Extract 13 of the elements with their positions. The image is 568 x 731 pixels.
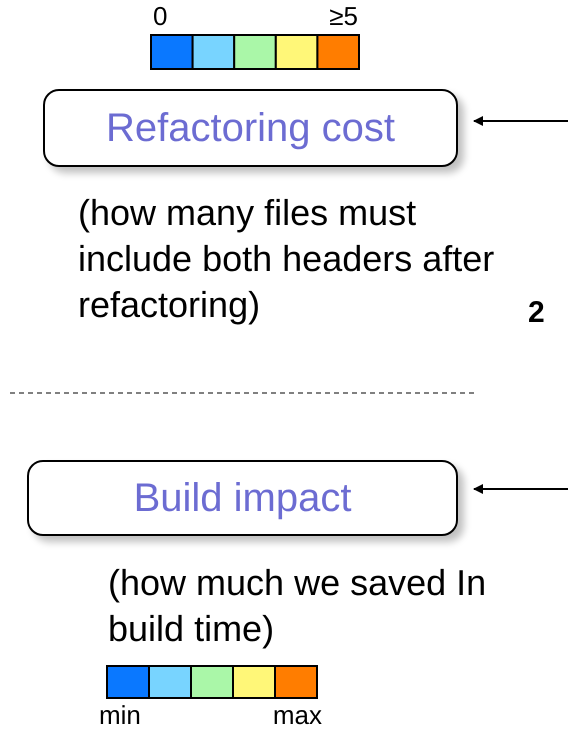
arrow: [473, 484, 568, 494]
description-text: (how much we saved In build time): [108, 561, 488, 651]
rounded-box: [43, 89, 458, 167]
box-title: Refactoring cost: [106, 108, 396, 148]
rounded-box: [27, 460, 458, 536]
description-text: (how many files must include both headers after refactoring): [78, 191, 496, 327]
scale-label: min: [99, 702, 141, 728]
scale-label: ≥5: [329, 3, 358, 29]
box-title: Build impact: [134, 478, 352, 518]
number-label: 2: [528, 298, 545, 328]
scale-label: max: [272, 702, 322, 728]
arrow: [473, 116, 568, 126]
scale-label: 0: [153, 3, 168, 29]
